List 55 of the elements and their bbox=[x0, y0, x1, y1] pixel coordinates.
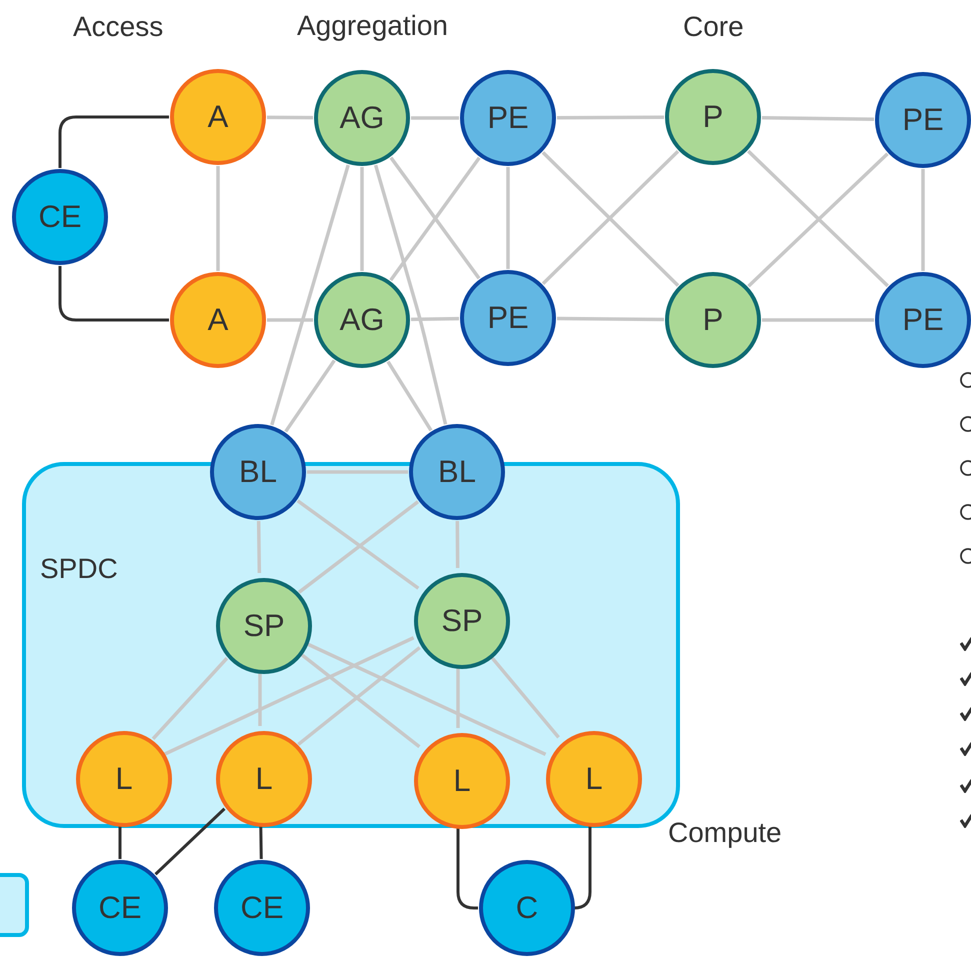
node-label: L bbox=[453, 762, 471, 800]
connector-line bbox=[307, 470, 408, 474]
connector-line bbox=[557, 116, 664, 120]
node-label: BL bbox=[438, 452, 476, 491]
connector-line bbox=[456, 666, 460, 728]
connector-line bbox=[270, 164, 350, 426]
node-label: PE bbox=[902, 300, 944, 339]
connector-line bbox=[762, 116, 874, 122]
connector-line bbox=[266, 116, 314, 120]
node-label: C bbox=[516, 888, 538, 927]
node-label: SP bbox=[243, 606, 285, 645]
connector-line bbox=[411, 116, 459, 120]
connector-line bbox=[118, 824, 122, 859]
connector-line bbox=[374, 164, 448, 425]
node-label: A bbox=[208, 300, 228, 339]
node-label: BL bbox=[239, 452, 277, 491]
connector-line bbox=[284, 359, 336, 433]
node-label: CE bbox=[98, 888, 142, 927]
tier-label: Core bbox=[683, 10, 744, 44]
tier-label: Compute bbox=[668, 816, 782, 850]
connector-line bbox=[216, 166, 220, 271]
connector-line bbox=[556, 316, 664, 322]
connector-line bbox=[456, 520, 460, 568]
connector-line bbox=[762, 318, 874, 322]
node-label: PE bbox=[487, 298, 529, 337]
node-label: P bbox=[702, 98, 724, 136]
tier-label: Access bbox=[73, 10, 164, 44]
node-label: L bbox=[585, 760, 603, 798]
connector-line bbox=[258, 671, 262, 726]
connector-line bbox=[456, 826, 478, 910]
connector-line bbox=[360, 167, 364, 271]
tier-label: Aggregation bbox=[297, 9, 448, 43]
node-label: SPDC bbox=[40, 553, 118, 584]
connector-line bbox=[164, 636, 414, 756]
node-label: PE bbox=[487, 98, 529, 137]
connector-line bbox=[58, 116, 169, 168]
connector-line bbox=[410, 316, 460, 322]
node-label: CE bbox=[38, 198, 82, 236]
node-label: P bbox=[702, 300, 724, 339]
node-label: CE bbox=[240, 888, 284, 927]
node-label: AG bbox=[340, 98, 384, 137]
connector-line bbox=[921, 169, 925, 271]
node-label: L bbox=[255, 760, 273, 798]
node-label: AG bbox=[340, 300, 384, 339]
connector-line bbox=[267, 318, 313, 322]
connector-line bbox=[506, 167, 510, 269]
connector-line bbox=[256, 520, 262, 574]
node-label: PE bbox=[902, 100, 944, 139]
connector-line bbox=[58, 266, 169, 322]
connector-line bbox=[386, 360, 433, 432]
connector-line bbox=[572, 824, 592, 910]
node-label: A bbox=[208, 98, 228, 136]
node-label: SP bbox=[441, 602, 483, 640]
node-label: L bbox=[115, 760, 133, 798]
connector-line bbox=[152, 656, 228, 740]
